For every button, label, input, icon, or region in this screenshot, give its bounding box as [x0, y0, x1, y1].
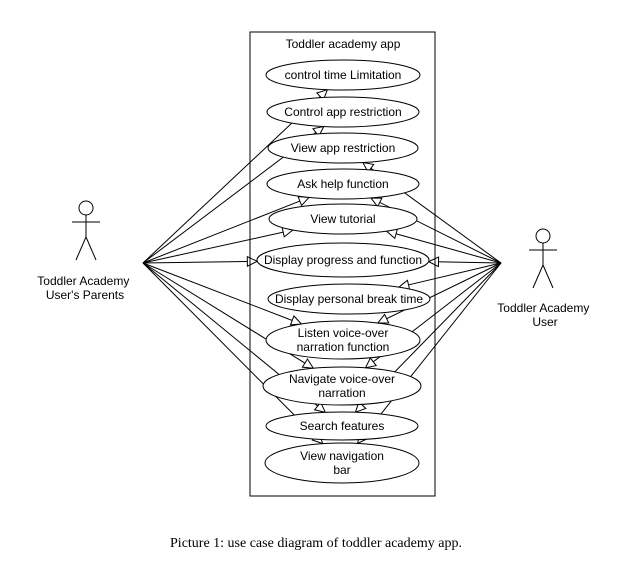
use-case-ellipse: [268, 203, 418, 235]
association-line: [357, 262, 502, 444]
use-case-ellipse: [265, 59, 421, 91]
use-case-label: control time Limitation: [285, 68, 402, 82]
use-case-ask-help-function: Ask help function: [266, 168, 420, 200]
actor-user-label: Toddler Academy User: [497, 301, 592, 329]
arrowhead-icon: [361, 161, 375, 174]
arrowhead-icon: [246, 255, 259, 268]
use-case-label: View app restriction: [291, 141, 396, 155]
actor-user-label-line1: Toddler Academy: [497, 301, 589, 315]
stick-figure-icon: [529, 228, 557, 289]
use-case-ellipse: [267, 283, 431, 315]
association-line: [142, 196, 310, 264]
association-line: [386, 230, 502, 264]
use-case-control-time-limitation: control time Limitation: [265, 59, 421, 91]
use-case-ellipse: [267, 132, 419, 164]
use-case-ellipse: [264, 442, 420, 484]
actor-user-label-line2: User: [532, 315, 557, 329]
association-line: [398, 262, 502, 288]
use-case-ellipse: [266, 96, 420, 128]
use-case-label: Display personal break time: [275, 292, 423, 306]
use-case-label: View tutorial: [310, 212, 375, 226]
use-case-label: Search features: [300, 419, 385, 433]
use-case-view-app-restriction: View app restriction: [267, 132, 419, 164]
use-case-label: Ask help function: [297, 177, 388, 191]
association-user-view-tutorial: [385, 228, 502, 264]
use-case-label-line: View app restriction: [291, 141, 396, 155]
arrowhead-icon: [313, 401, 327, 414]
use-case-label-line: Search features: [300, 419, 385, 433]
arrowhead-icon: [297, 196, 311, 207]
association-line: [142, 229, 293, 264]
association-user-listen-voice-over-narration-function: [376, 262, 502, 324]
use-case-label-line: bar: [333, 463, 350, 477]
stick-figure-icon: [72, 200, 100, 261]
association-parents-display-progress-and-function: [142, 255, 259, 268]
use-case-label-line: View navigation: [300, 449, 384, 463]
actor-parents-label: Toddler Academy User's Parents: [37, 274, 132, 302]
use-case-display-progress-and-function: Display progress and function: [256, 242, 430, 278]
use-case-ellipse: [266, 168, 420, 200]
use-case-label-line: narration: [318, 386, 365, 400]
use-case-control-app-restriction: Control app restriction: [266, 96, 420, 128]
use-case-ellipse: [265, 320, 421, 360]
system-title: Toddler academy app: [286, 37, 401, 51]
use-case-label-line: View tutorial: [310, 212, 375, 226]
actor-parents-label-line1: Toddler Academy: [37, 274, 129, 288]
arrowhead-icon: [289, 315, 303, 326]
arrowhead-icon: [427, 256, 440, 268]
figure-caption: Picture 1: use case diagram of toddler a…: [170, 536, 462, 551]
actor-user: Toddler Academy User: [497, 228, 592, 329]
association-line: [377, 262, 502, 324]
actor-parents: Toddler Academy User's Parents: [37, 200, 132, 302]
use-case-label-line: Display personal break time: [275, 292, 423, 306]
use-case-label-line: Listen voice-over: [298, 326, 389, 340]
arrowhead-icon: [376, 313, 390, 324]
arrowhead-icon: [354, 400, 367, 414]
use-case-ellipse: [256, 242, 430, 278]
use-case-label-line: Display progress and function: [264, 253, 422, 267]
association-line: [142, 262, 324, 444]
association-line: [142, 262, 302, 325]
use-case-label-line: Navigate voice-over: [289, 372, 395, 386]
association-line: [428, 261, 502, 264]
actor-parents-label-line2: User's Parents: [46, 288, 124, 302]
use-case-label-line: control time Limitation: [285, 68, 402, 82]
use-case-label: Control app restriction: [284, 105, 401, 119]
association-user-display-progress-and-function: [427, 256, 502, 268]
arrowhead-icon: [315, 88, 329, 101]
use-case-label: Display progress and function: [264, 253, 422, 267]
use-case-label-line: narration function: [297, 340, 390, 354]
arrowhead-icon: [369, 197, 383, 208]
arrowhead-icon: [364, 357, 378, 369]
arrowhead-icon: [301, 358, 315, 369]
system-boundary: [249, 31, 436, 497]
use-case-ellipse: [262, 366, 422, 406]
use-case-label-line: Ask help function: [297, 177, 388, 191]
use-case-view-tutorial: View tutorial: [268, 203, 418, 235]
use-case-ellipse: [265, 411, 419, 441]
arrowhead-icon: [312, 125, 325, 138]
use-case-search-features: Search features: [265, 411, 419, 441]
use-case-label-line: Control app restriction: [284, 105, 401, 119]
association-line: [142, 260, 258, 264]
use-case-display-personal-break-time: Display personal break time: [267, 283, 431, 315]
